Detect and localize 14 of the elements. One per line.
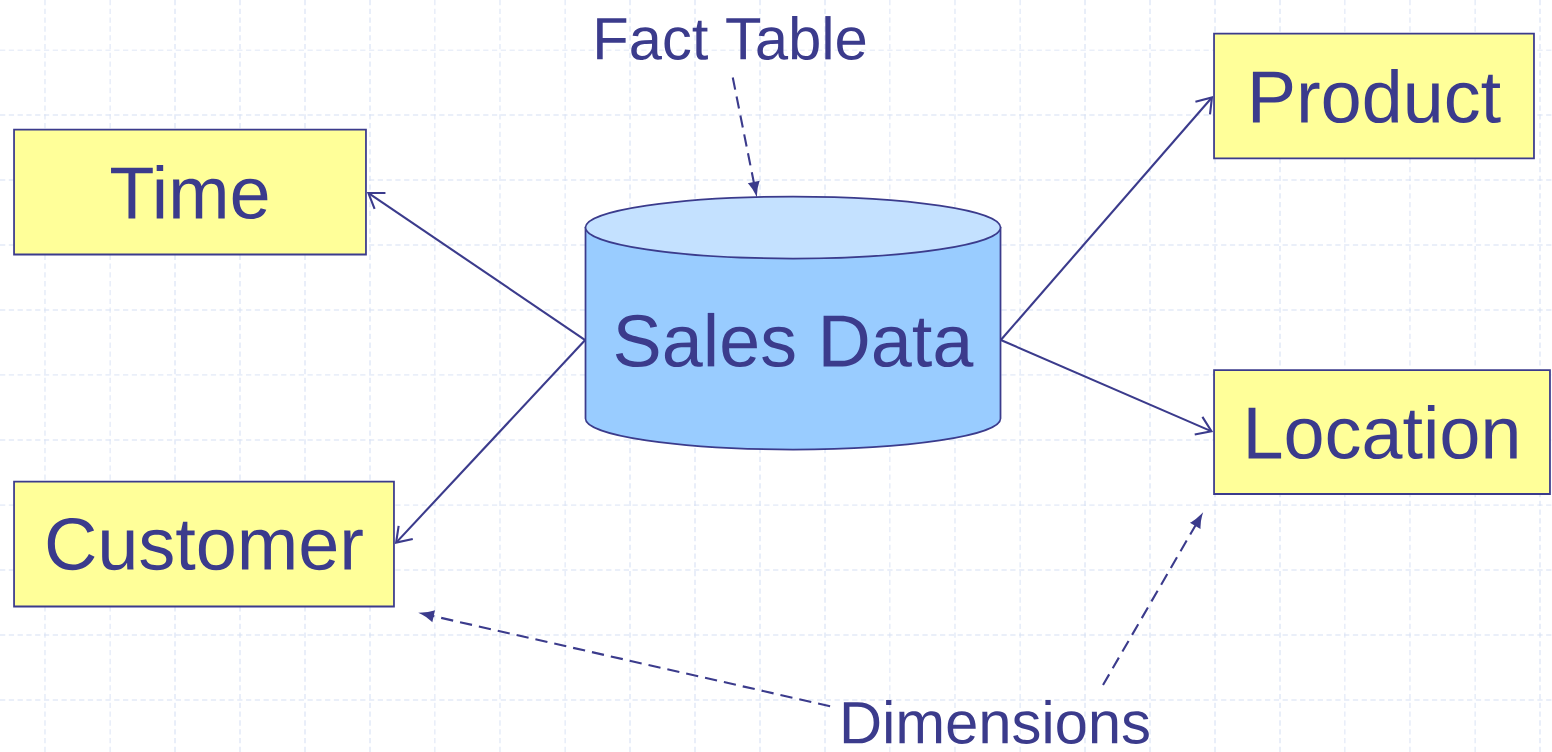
dashed-arrow [1102,514,1203,686]
dashed-arrow [421,610,831,708]
annotation-text: Fact Table [597,16,866,60]
dashed-arrow [731,77,760,195]
arrow [1000,96,1214,341]
dimension-box: Product [1213,32,1535,160]
database-cylinder: Sales Data [584,195,1002,451]
dimension-box: Customer [13,480,395,608]
arrow [366,191,586,341]
arrow [394,339,586,544]
arrow [1000,339,1214,436]
dimension-box: Time [13,128,367,256]
annotation-text: Dimensions [843,700,1149,744]
dimension-box: Location [1213,369,1551,495]
